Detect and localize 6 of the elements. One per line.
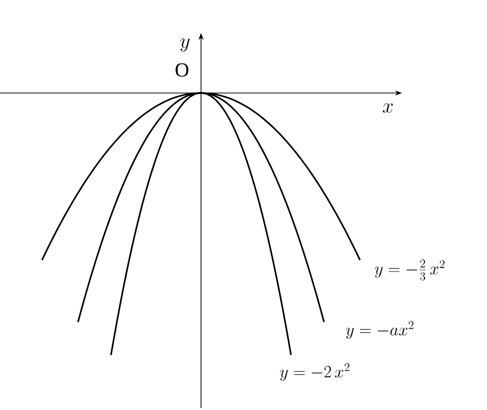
- curve-label: $y=-\frac{2}{3}\,x^{2}$: [374, 260, 445, 280]
- axis-label: $y$: [180, 38, 190, 52]
- curve-label: $y=-ax^{2}$: [346, 321, 414, 339]
- origin-label: O: [176, 63, 188, 77]
- axis-label: $x$: [382, 103, 393, 113]
- curve-label: $y=-2\,x^{2}$: [280, 363, 350, 381]
